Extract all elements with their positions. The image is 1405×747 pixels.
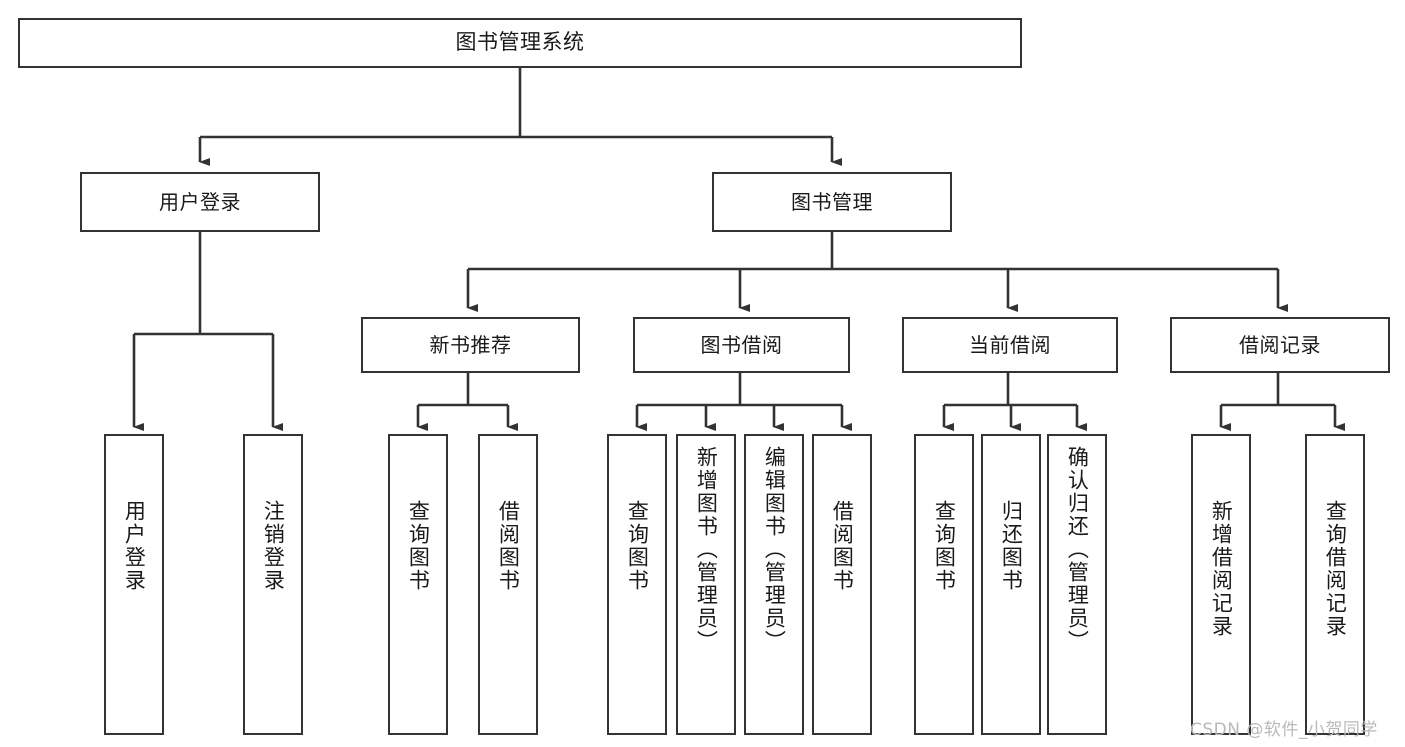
node-book-borrow-label: 图书借阅: [700, 332, 783, 357]
node-book-management[interactable]: 图书管理: [712, 172, 952, 232]
node-borrow-record-label: 借阅记录: [1239, 332, 1321, 357]
node-leaf-search-book-current[interactable]: 查询图书: [914, 434, 974, 735]
node-leaf-add-book-admin-label: 新增图书（管理员）: [694, 446, 719, 653]
node-leaf-return-book[interactable]: 归还图书: [981, 434, 1041, 735]
node-leaf-search-borrow-record[interactable]: 查询借阅记录: [1305, 434, 1365, 735]
node-leaf-search-book[interactable]: 查询图书: [607, 434, 667, 735]
node-leaf-logout[interactable]: 注销登录: [243, 434, 303, 735]
node-new-book-recommend-label: 新书推荐: [429, 332, 512, 357]
node-root[interactable]: 图书管理系统: [18, 18, 1022, 68]
node-leaf-add-book-admin[interactable]: 新增图书（管理员）: [676, 434, 736, 735]
node-current-borrow-label: 当前借阅: [969, 332, 1051, 357]
node-leaf-search-book-label: 查询图书: [625, 500, 650, 592]
node-leaf-add-borrow-record-label: 新增借阅记录: [1209, 500, 1234, 638]
node-leaf-borrow-book-label: 借阅图书: [830, 500, 855, 592]
node-borrow-record[interactable]: 借阅记录: [1170, 317, 1390, 373]
node-leaf-borrow-book-recommend-label: 借阅图书: [496, 500, 521, 592]
node-leaf-confirm-return-admin[interactable]: 确认归还（管理员）: [1047, 434, 1107, 735]
node-leaf-search-book-recommend-label: 查询图书: [406, 500, 431, 592]
node-current-borrow[interactable]: 当前借阅: [902, 317, 1118, 373]
node-new-book-recommend[interactable]: 新书推荐: [361, 317, 580, 373]
node-user-login-label: 用户登录: [159, 189, 241, 214]
node-leaf-user-login-label: 用户登录: [122, 500, 147, 592]
node-book-management-label: 图书管理: [791, 189, 873, 214]
node-leaf-search-book-recommend[interactable]: 查询图书: [388, 434, 448, 735]
node-leaf-search-book-current-label: 查询图书: [932, 500, 957, 592]
node-leaf-logout-label: 注销登录: [261, 500, 286, 592]
node-leaf-search-borrow-record-label: 查询借阅记录: [1323, 500, 1348, 638]
node-leaf-return-book-label: 归还图书: [999, 500, 1024, 592]
node-leaf-borrow-book[interactable]: 借阅图书: [812, 434, 872, 735]
node-user-login[interactable]: 用户登录: [80, 172, 320, 232]
node-root-label: 图书管理系统: [455, 30, 585, 55]
node-leaf-confirm-return-admin-label: 确认归还（管理员）: [1065, 446, 1090, 653]
node-leaf-add-borrow-record[interactable]: 新增借阅记录: [1191, 434, 1251, 735]
node-book-borrow[interactable]: 图书借阅: [633, 317, 850, 373]
csdn-watermark: CSDN @软件_小贺同学: [1190, 720, 1378, 740]
node-leaf-edit-book-admin[interactable]: 编辑图书（管理员）: [744, 434, 804, 735]
node-leaf-user-login[interactable]: 用户登录: [104, 434, 164, 735]
node-leaf-edit-book-admin-label: 编辑图书（管理员）: [762, 446, 787, 653]
node-leaf-borrow-book-recommend[interactable]: 借阅图书: [478, 434, 538, 735]
